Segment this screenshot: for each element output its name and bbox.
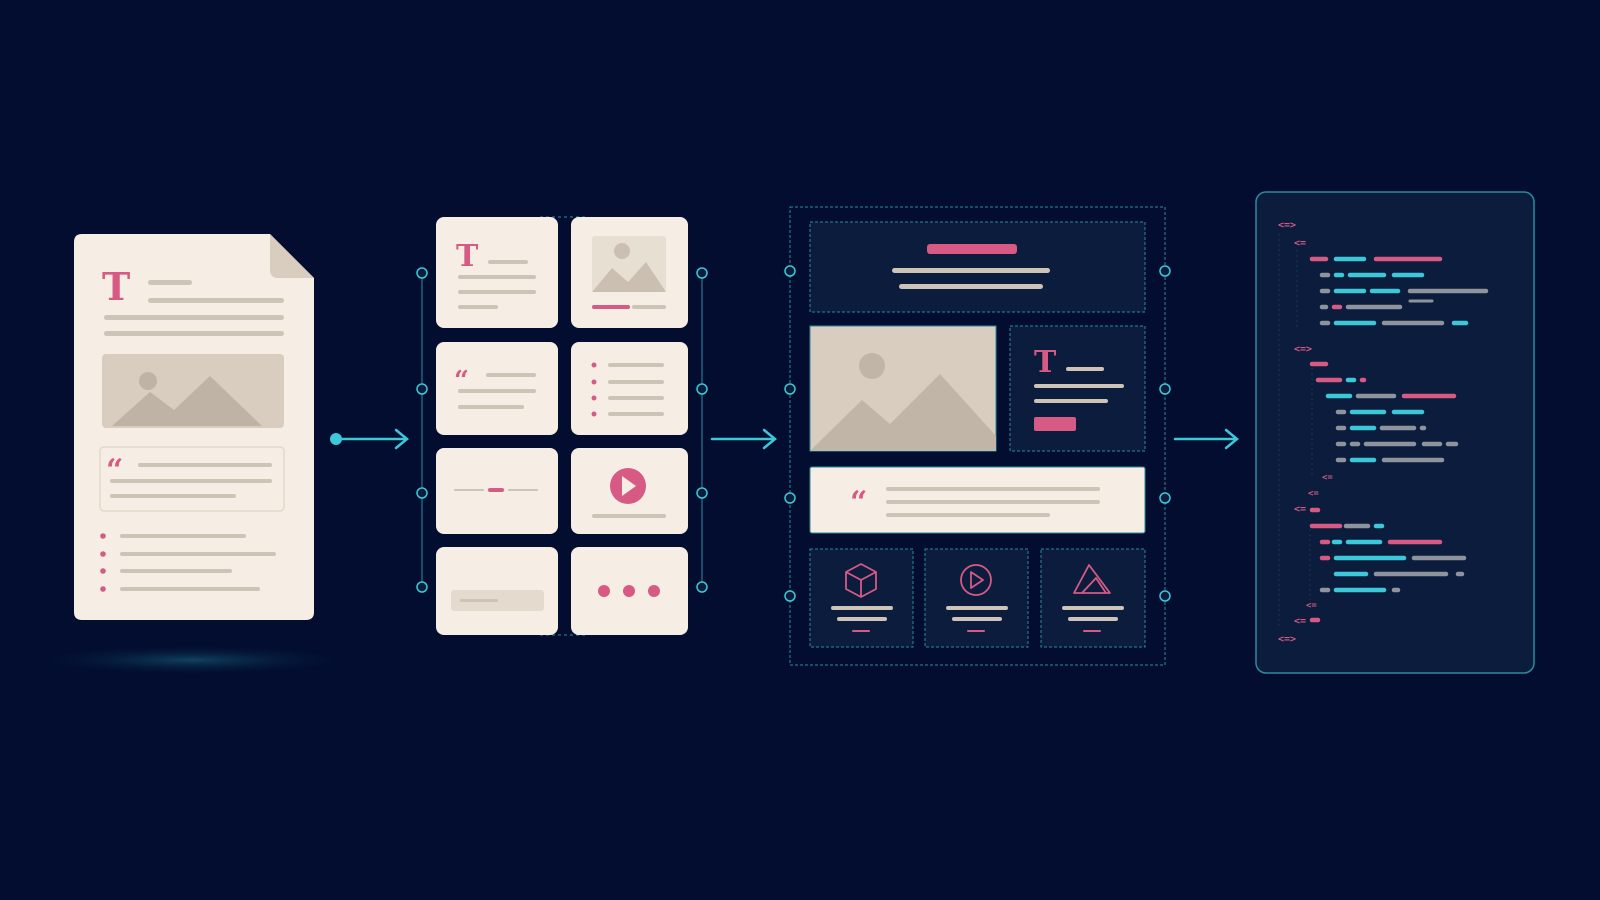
arrow-right-icon [330, 428, 409, 450]
mountain-image-icon [102, 354, 284, 428]
document-line [110, 494, 236, 498]
source-document: T “ [22, 234, 362, 676]
cube-icon [845, 563, 877, 598]
document-text-icon: T [102, 264, 130, 309]
component-blocks: T “ [416, 216, 708, 636]
svg-text:“: “ [454, 366, 469, 396]
document-line [148, 280, 192, 285]
wireframe-feature-cube [809, 548, 914, 648]
wireframe-image [809, 325, 997, 452]
ellipsis-icon [598, 585, 660, 597]
document-line [110, 479, 272, 483]
wireframe-text-card: T [1009, 325, 1146, 452]
mountain-image-icon [810, 353, 996, 451]
block-video [571, 448, 688, 534]
code-panel [1255, 191, 1535, 674]
block-image [571, 217, 688, 328]
document-line [148, 298, 284, 303]
svg-text:T: T [456, 239, 479, 274]
document-glow [22, 644, 362, 676]
code-tag-icon: <=> [1278, 634, 1296, 645]
code-lines: <=> <= <=> [1278, 220, 1489, 645]
svg-text:“: “ [850, 485, 867, 520]
wireframe-header [809, 221, 1146, 313]
block-button [436, 547, 558, 635]
code-tag-icon: <= [1294, 616, 1306, 627]
mountain-icon [1073, 564, 1111, 594]
layout-wireframe: T “ [784, 206, 1171, 666]
document-line [138, 463, 272, 467]
wireframe-feature-mountain [1040, 548, 1146, 648]
code-indent-guides [1278, 234, 1313, 628]
wireframe-frame [789, 206, 1166, 666]
wireframe-quote: “ [809, 466, 1146, 534]
code-tag-icon: <= [1322, 473, 1333, 483]
code-tag-icon: <= [1308, 489, 1319, 499]
document-line [104, 315, 284, 320]
block-list [571, 342, 688, 435]
code-output: <=> <= <=> [1255, 191, 1535, 674]
code-tag-icon: <=> [1294, 344, 1312, 355]
arrow-right-icon [710, 428, 777, 450]
mountain-image-icon [592, 236, 666, 292]
arrow-right-icon [1173, 428, 1239, 450]
document-line [104, 331, 284, 336]
code-tag-icon: <= [1306, 601, 1317, 611]
block-more [571, 547, 688, 635]
code-tag-icon: <= [1294, 238, 1306, 249]
wireframe-feature-play [924, 548, 1029, 648]
code-tag-icon: <= [1294, 504, 1306, 515]
document-bullet-list [100, 533, 276, 592]
document-fold [270, 234, 314, 278]
selection-handles [416, 267, 708, 593]
block-divider [436, 448, 558, 534]
play-icon [610, 468, 646, 504]
block-text: T [436, 217, 558, 328]
selection-handles [784, 265, 1171, 602]
block-quote: “ [436, 342, 558, 435]
svg-text:T: T [1034, 345, 1057, 380]
document-quote-box [99, 446, 285, 512]
play-icon [960, 564, 992, 596]
code-tag-icon: <=> [1278, 220, 1296, 231]
